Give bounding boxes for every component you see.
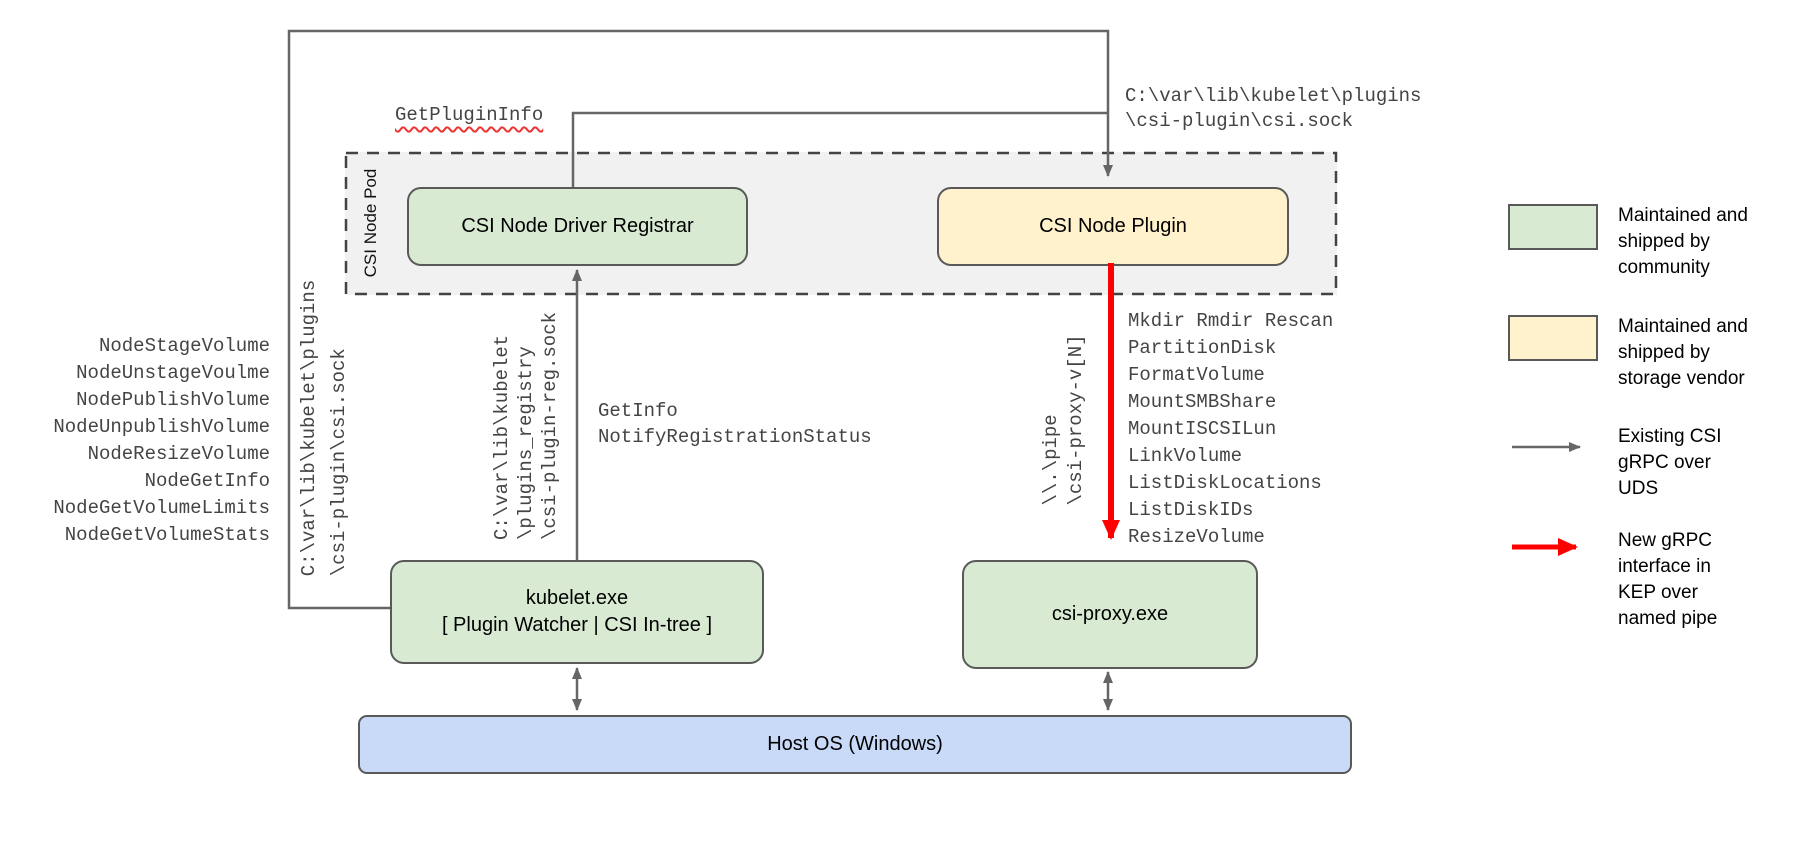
registration-sock-path-label: C:\var\lib\kubelet \plugins_registry \cs… [491,311,561,541]
csi-node-driver-registrar-box: CSI Node Driver Registrar [407,187,748,266]
csi-node-pod-label: CSI Node Pod [361,168,380,278]
registration-methods-label: GetInfo NotifyRegistrationStatus [598,400,872,448]
host-os-box: Host OS (Windows) [358,715,1352,774]
csi-node-plugin-box: CSI Node Plugin [937,187,1289,266]
kubelet-box: kubelet.exe [ Plugin Watcher | CSI In-tr… [390,560,764,664]
registrar-label: CSI Node Driver Registrar [461,215,694,237]
proxy-methods-list: Mkdir Rmdir Rescan PartitionDisk FormatV… [1128,310,1334,548]
host-os-label: Host OS (Windows) [767,733,943,755]
legend-vendor-swatch [1508,315,1598,361]
kubelet-label: kubelet.exe [ Plugin Watcher | CSI In-tr… [441,587,713,636]
legend-vendor-label: Maintained and shipped by storage vendor [1618,316,1748,389]
csi-proxy-label: csi-proxy.exe [1051,603,1169,625]
plugin-label: CSI Node Plugin [1039,215,1187,237]
legend-community-swatch [1508,204,1598,250]
csi-sock-path-rotated-label: C:\var\lib\kubelet\plugins \csi-plugin\c… [298,279,350,577]
legend-uds-arrow-label: Existing CSI gRPC over UDS [1618,426,1722,499]
csi-sock-path-label: C:\var\lib\kubelet\plugins \csi-plugin\c… [1125,85,1422,132]
named-pipe-path-label: \\.\pipe \csi-proxy-v[N] [1040,334,1087,506]
get-plugin-info-label: GetPluginInfo [395,104,544,126]
legend-community-label: Maintained and shipped by community [1618,205,1748,278]
csi-proxy-box: csi-proxy.exe [962,560,1258,669]
legend-pipe-arrow-label: New gRPC interface in KEP over named pip… [1618,530,1718,629]
node-methods-list: NodeStageVolume NodeUnstageVoulme NodePu… [53,335,270,546]
